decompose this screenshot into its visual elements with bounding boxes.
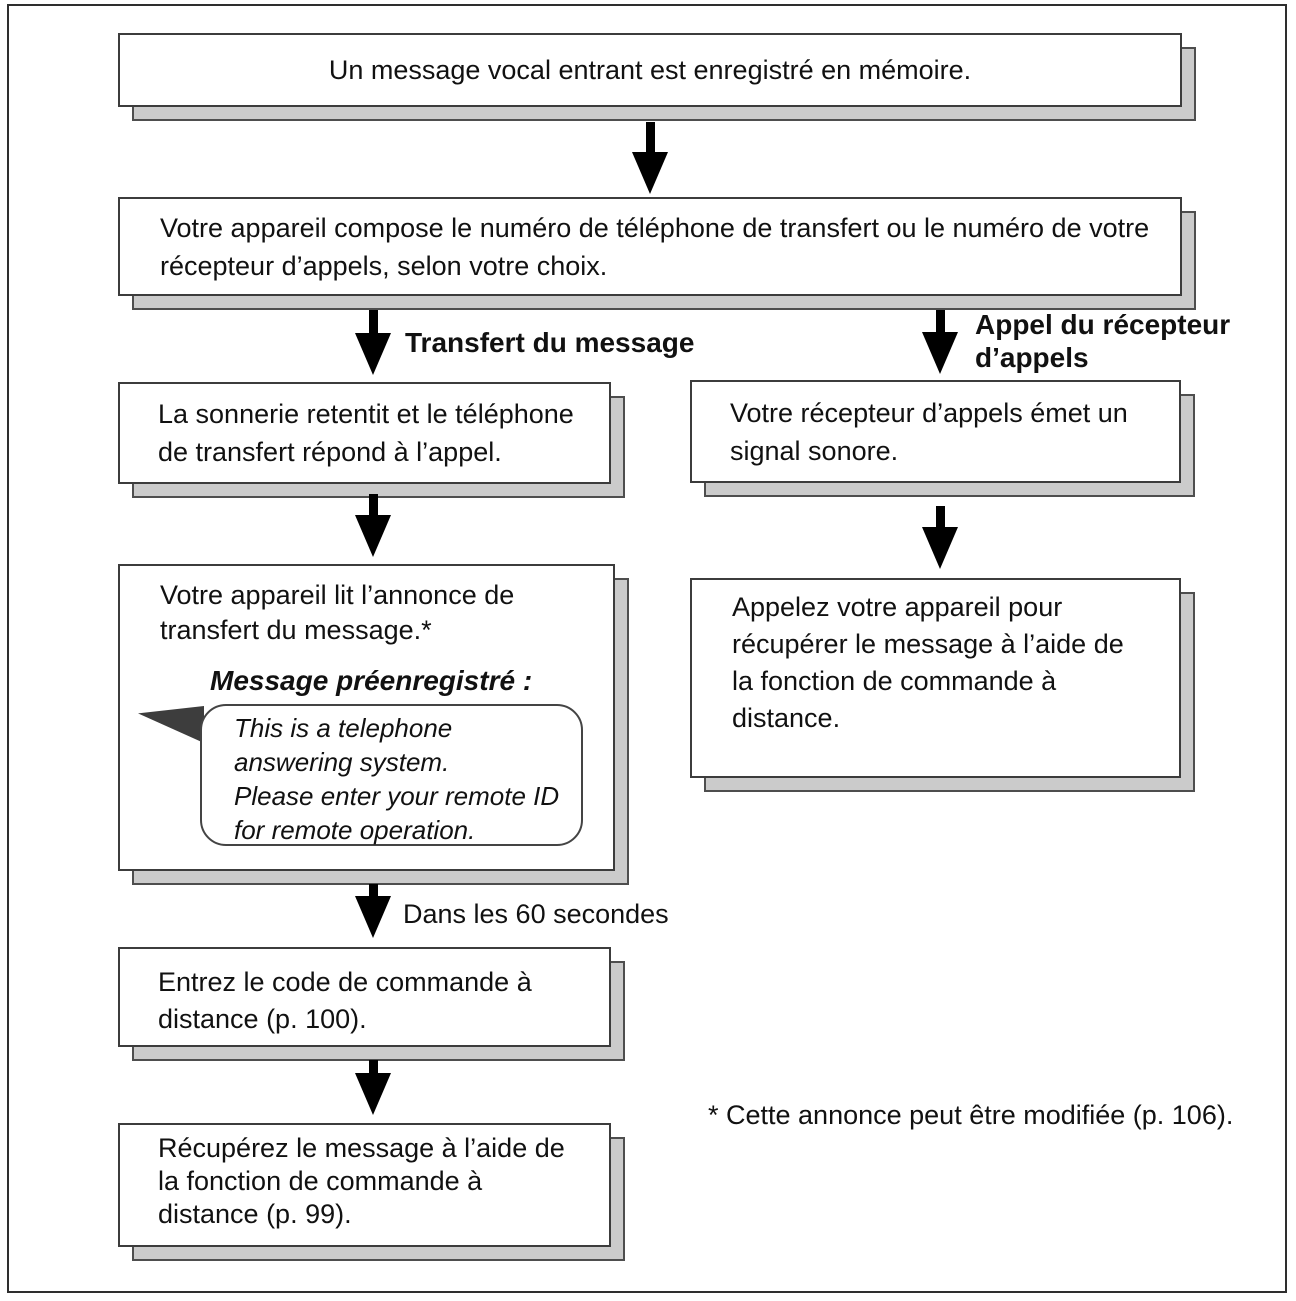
box-face: Votre récepteur d’appels émet un signal … xyxy=(690,380,1181,483)
box-face: Entrez le code de commande à distance (p… xyxy=(118,947,611,1047)
box-face: Votre appareil compose le numéro de télé… xyxy=(118,197,1182,296)
flow-box-text: Récupérez le message à l’aide de la fonc… xyxy=(158,1133,565,1229)
speech-bubble: This is a telephone answering system. Pl… xyxy=(200,704,583,846)
flow-box-text: Votre appareil lit l’annonce de transfer… xyxy=(160,580,515,645)
flow-box-enter-code: Entrez le code de commande à distance (p… xyxy=(118,947,625,1061)
flow-box-text: Votre appareil compose le numéro de télé… xyxy=(160,213,1150,281)
flow-box-text: La sonnerie retentit et le téléphone de … xyxy=(158,399,574,467)
footnote: * Cette annonce peut être modifiée (p. 1… xyxy=(708,1100,1234,1130)
flow-box-call-back: Appelez votre appareil pour récupérer le… xyxy=(690,578,1195,792)
branch-label-pager: Appel du récepteur d’appels xyxy=(975,309,1231,373)
arrow-down-icon xyxy=(355,1060,391,1115)
arrow-down-icon xyxy=(355,494,391,557)
flow-box-retrieve-message: Récupérez le message à l’aide de la fonc… xyxy=(118,1123,625,1261)
box-face: Un message vocal entrant est enregistré … xyxy=(118,33,1182,107)
arrow-label-60-seconds: Dans les 60 secondes xyxy=(403,899,669,929)
arrow-down-icon xyxy=(632,122,668,194)
flow-box-text: Appelez votre appareil pour récupérer le… xyxy=(732,592,1124,733)
flow-box-incoming-message: Un message vocal entrant est enregistré … xyxy=(118,33,1196,121)
flow-box-text: Entrez le code de commande à distance (p… xyxy=(158,967,532,1034)
flow-box-text: Un message vocal entrant est enregistré … xyxy=(328,55,972,85)
arrow-down-icon xyxy=(355,884,391,938)
flow-box-ringing: La sonnerie retentit et le téléphone de … xyxy=(118,382,625,498)
box-face: Appelez votre appareil pour récupérer le… xyxy=(690,578,1181,778)
flow-box-announcement: Votre appareil lit l’annonce de transfer… xyxy=(118,564,629,885)
speech-bubble-text: This is a telephone answering system. Pl… xyxy=(234,713,560,845)
arrow-down-icon xyxy=(355,310,391,375)
arrow-down-icon xyxy=(922,506,958,569)
branch-label-transfer: Transfert du message xyxy=(405,327,695,358)
box-face: La sonnerie retentit et le téléphone de … xyxy=(118,382,611,484)
box-face: Votre appareil lit l’annonce de transfer… xyxy=(118,564,615,871)
flow-box-text: Votre récepteur d’appels émet un signal … xyxy=(730,398,1128,466)
prerecorded-message-label: Message préenregistré : xyxy=(210,665,533,696)
box-face: Récupérez le message à l’aide de la fonc… xyxy=(118,1123,611,1247)
figure-border xyxy=(7,4,1287,1293)
flow-box-pager-beeps: Votre récepteur d’appels émet un signal … xyxy=(690,380,1195,497)
arrow-down-icon xyxy=(922,310,958,374)
flow-box-dialing: Votre appareil compose le numéro de télé… xyxy=(118,197,1196,310)
speech-bubble-tail xyxy=(138,706,204,743)
